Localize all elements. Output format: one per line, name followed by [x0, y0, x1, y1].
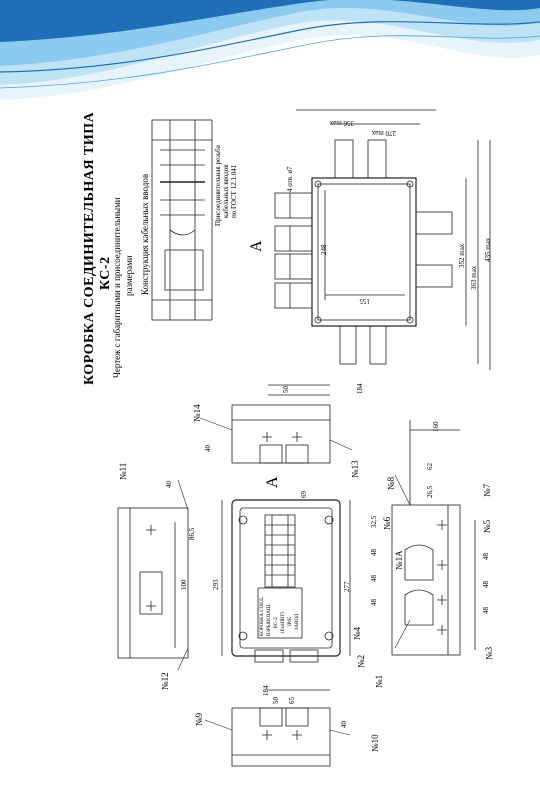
dimension-356: 356 max	[329, 119, 354, 127]
callout-6: №6	[382, 516, 392, 530]
box-top-view	[274, 109, 491, 370]
nameplate-line: ЗАВОД	[295, 613, 300, 630]
nameplate-line: КС-2	[274, 617, 279, 628]
side-view-upper	[231, 384, 331, 464]
dimension-86: 86,5	[188, 527, 196, 540]
dimension-40-bottom: 40	[340, 721, 348, 728]
gland-thread-line1: Присоединительная резьба	[214, 145, 222, 226]
view-a-label-top: А	[248, 240, 265, 252]
dimension-184-bottom: 184	[262, 685, 270, 697]
callout-3: №3	[484, 646, 494, 660]
dimension-26: 26,5	[426, 485, 434, 498]
callout-4: №4	[352, 626, 362, 640]
callout-11: №11	[118, 462, 128, 480]
dimension-69: 69	[300, 491, 308, 498]
dimension-48: 48	[370, 549, 378, 556]
nameplate: КОРОБКА СОЕД. ВЗРЫВОЗАЩ. КС-2 1ExdIIBT5 …	[258, 588, 302, 638]
dimension-248: 248	[320, 244, 328, 256]
callout-1: №1	[374, 674, 384, 688]
dimension-65: 65	[288, 697, 296, 704]
callout-14: №14	[192, 404, 202, 422]
gland-thread-line2: кабельных вводов	[222, 164, 230, 218]
dimension-50-bottom: 50	[272, 697, 280, 704]
dimension-160: 160	[432, 421, 440, 433]
dimension-352: 352 max	[458, 243, 466, 268]
callout-7: №7	[482, 483, 492, 497]
end-view-left	[117, 507, 189, 659]
nameplate-line: ВЗРЫВОЗАЩ.	[267, 603, 272, 636]
dimension-48: 48	[370, 575, 378, 582]
dimension-293: 293	[212, 579, 220, 591]
header-wave-banner	[0, 0, 540, 125]
document-title: КОРОБКА СОЕДИНИТЕЛЬНАЯ ТИПА	[82, 111, 97, 385]
nameplate-line: IP65	[288, 616, 293, 626]
end-view-right	[391, 420, 476, 656]
dimension-435: 435 max	[484, 237, 492, 262]
callout-2: №2	[356, 654, 366, 668]
callout-9: №9	[194, 712, 204, 726]
dimension-270: 270 max	[371, 129, 396, 137]
view-a-label-mid: А	[264, 476, 281, 488]
callout-10: №10	[370, 734, 380, 752]
leader-lines	[177, 417, 411, 736]
dimension-155: 155	[359, 297, 371, 305]
cable-entry-section-view	[151, 119, 213, 321]
callout-13: №13	[350, 460, 360, 478]
dimension-277: 277	[343, 581, 351, 593]
dimension-184-top: 184	[356, 383, 364, 395]
cable-entry-design-label: Конструкция кабельных вводов	[140, 173, 150, 295]
dimension-4-holes: 4 отв. ø7	[286, 166, 294, 192]
side-view-lower	[231, 689, 331, 767]
callout-8: №8	[386, 476, 396, 490]
document-subtitle-line2: размерами	[124, 255, 134, 296]
document-subtitle-line1: Чертеж с габаритными и присоединительным…	[112, 197, 122, 378]
dimension-40-side: 40	[165, 481, 173, 488]
dimension-48: 48	[482, 553, 490, 560]
dimension-100: 100	[180, 579, 188, 591]
dimension-32: 32,5	[370, 515, 378, 528]
dimension-50-top: 50	[282, 386, 290, 393]
dimension-62: 62	[426, 463, 434, 470]
gland-thread-line3: по ГОСТ 12.1.041	[230, 164, 238, 218]
callout-1a: №1А	[394, 550, 404, 570]
nameplate-line: 1ExdIIBT5	[281, 611, 286, 634]
nameplate-line: КОРОБКА СОЕД.	[260, 596, 265, 636]
dimension-363: 363 max	[470, 265, 478, 290]
callout-12: №12	[160, 672, 170, 690]
dimension-40-top: 40	[204, 445, 212, 452]
dimension-48: 48	[370, 599, 378, 606]
dimension-48: 48	[482, 607, 490, 614]
callout-5: №5	[482, 519, 492, 533]
dimension-48: 48	[482, 581, 490, 588]
box-front-view	[221, 499, 351, 663]
